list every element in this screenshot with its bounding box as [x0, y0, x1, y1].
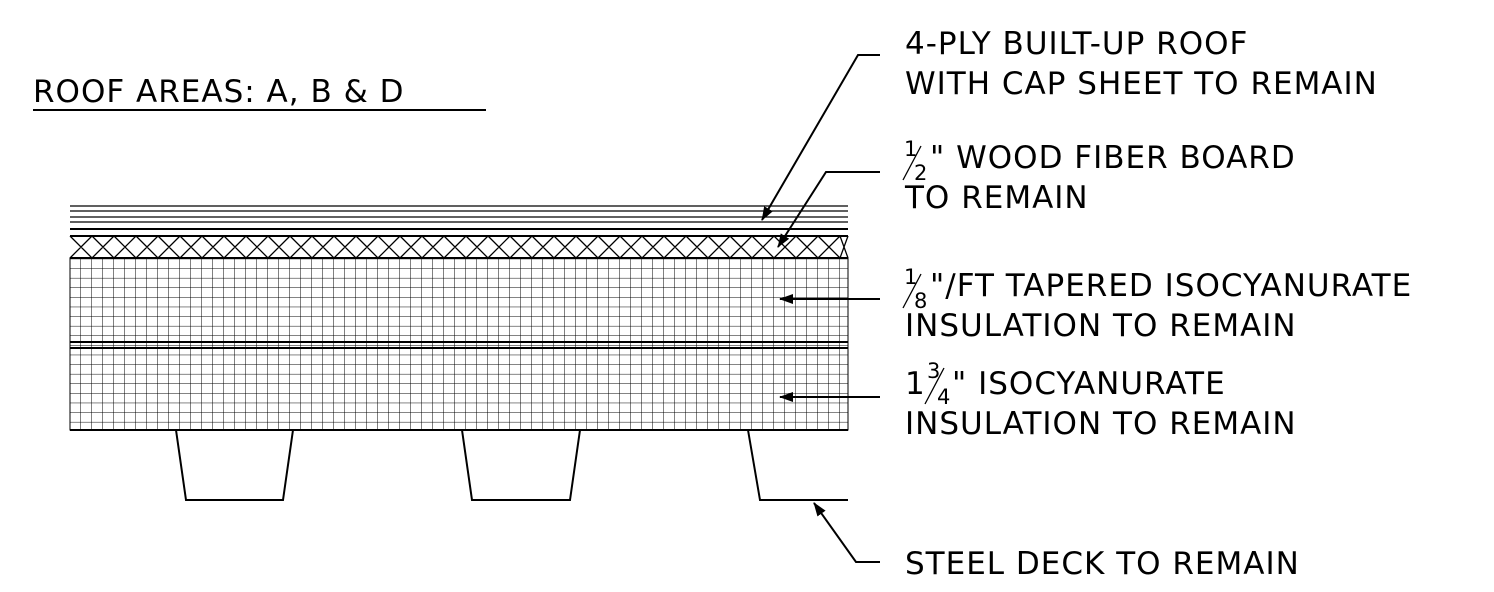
- callout-built-up-roof-line1: 4-PLY BUILT-UP ROOF: [905, 26, 1248, 62]
- callout-wood-fiber-board-line1: " WOOD FIBER BOARD: [930, 140, 1296, 176]
- leader-lines: [761, 54, 880, 563]
- fraction-numerator: 3: [927, 359, 940, 383]
- callout-isocyanurate-insulation-line1: " ISOCYANURATE: [952, 366, 1226, 402]
- callout-built-up-roof: 4-PLY BUILT-UP ROOF WITH CAP SHEET TO RE…: [905, 26, 1378, 102]
- fraction-denominator: 4: [937, 385, 950, 409]
- callout-steel-deck: STEEL DECK TO REMAIN: [905, 546, 1300, 582]
- fraction-denominator: 2: [914, 161, 927, 185]
- fraction-slash: [902, 273, 922, 309]
- insulation-layers: [69, 257, 849, 431]
- leader-wood-fiber-board: [777, 171, 880, 248]
- fraction-numerator: 1: [904, 137, 917, 161]
- leader-steel-deck: [813, 502, 880, 563]
- callout-wood-fiber-board-line2: TO REMAIN: [904, 180, 1089, 216]
- mixed-number-whole: 1: [905, 366, 926, 402]
- leader-built-up-roof: [761, 54, 880, 221]
- fraction-slash: [924, 367, 945, 405]
- fraction-denominator: 8: [914, 289, 927, 313]
- callout-isocyanurate-insulation: 1 3 4 " ISOCYANURATE INSULATION TO REMAI…: [905, 359, 1297, 442]
- drawing-title: ROOF AREAS: A, B & D: [33, 74, 486, 111]
- callout-isocyanurate-insulation-line2: INSULATION TO REMAIN: [905, 406, 1297, 442]
- callout-tapered-insulation-line1: "/FT TAPERED ISOCYANURATE: [930, 268, 1412, 304]
- wood-fiber-board-layer: [69, 235, 849, 259]
- callout-steel-deck-line1: STEEL DECK TO REMAIN: [905, 546, 1300, 582]
- callout-tapered-insulation: 1 8 "/FT TAPERED ISOCYANURATE INSULATION…: [902, 265, 1412, 344]
- callout-wood-fiber-board: 1 2 " WOOD FIBER BOARD TO REMAIN: [902, 137, 1296, 216]
- title-text: ROOF AREAS: A, B & D: [33, 74, 404, 110]
- fraction-numerator: 1: [904, 265, 917, 289]
- steel-deck-profile: [175, 429, 848, 501]
- built-up-roof-layers: [70, 205, 848, 230]
- callout-built-up-roof-line2: WITH CAP SHEET TO REMAIN: [905, 66, 1378, 102]
- callout-tapered-insulation-line2: INSULATION TO REMAIN: [905, 308, 1297, 344]
- fraction-slash: [902, 145, 922, 181]
